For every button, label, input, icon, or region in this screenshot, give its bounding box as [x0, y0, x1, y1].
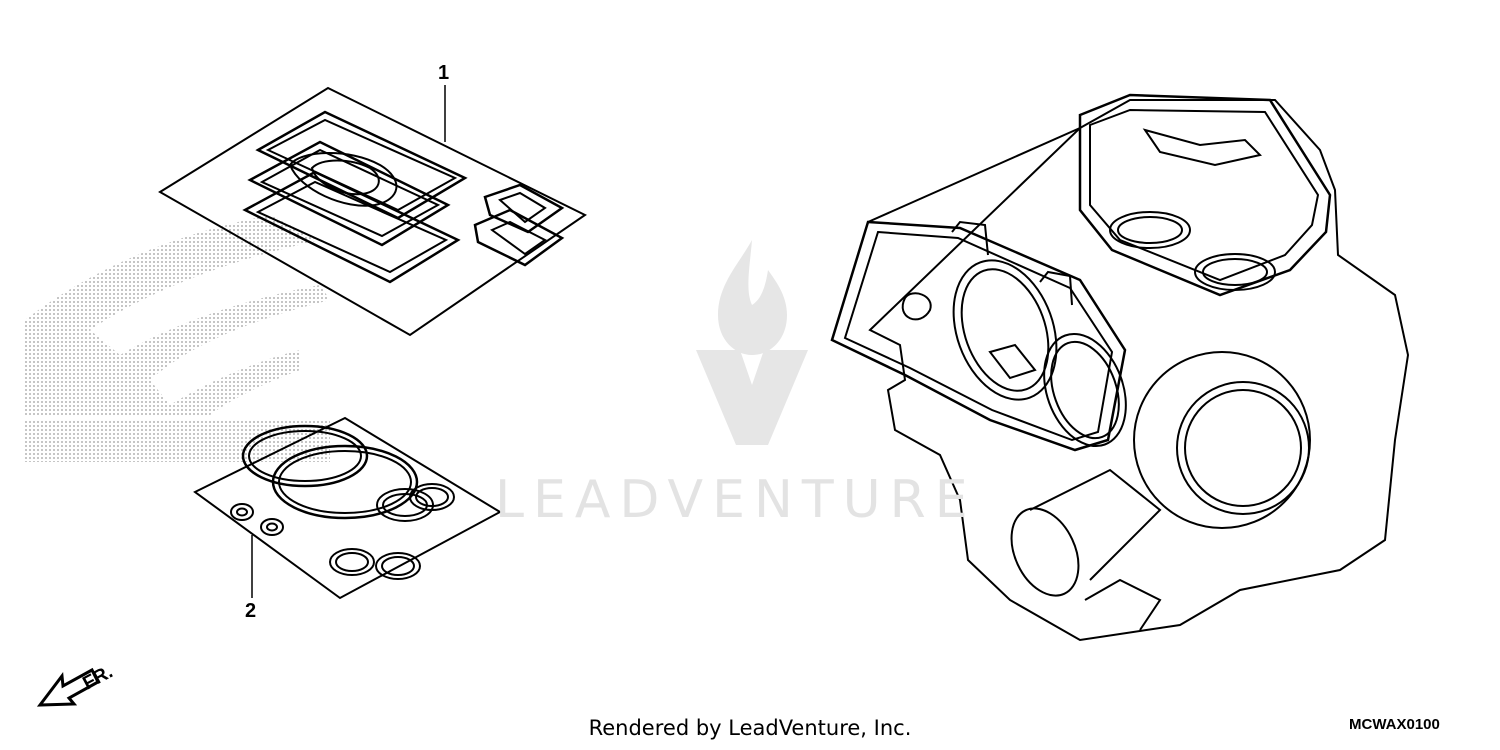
- front-direction-arrow-icon: FR.: [36, 662, 116, 707]
- leadventure-watermark-text: LEADVENTURE: [495, 470, 977, 530]
- diagram-code: MCWAX0100: [1349, 716, 1440, 733]
- callout-label-2: 2: [245, 600, 257, 622]
- rendered-by-footer: Rendered by LeadVenture, Inc.: [588, 716, 912, 740]
- gasket-kit-a: [158, 86, 587, 337]
- gasket-kit-b: [193, 416, 503, 600]
- callout-label-1: 1: [438, 62, 450, 84]
- honda-wing-watermark: [25, 215, 330, 462]
- engine-illustration: [830, 93, 1410, 642]
- leadventure-logo-watermark: [696, 240, 808, 445]
